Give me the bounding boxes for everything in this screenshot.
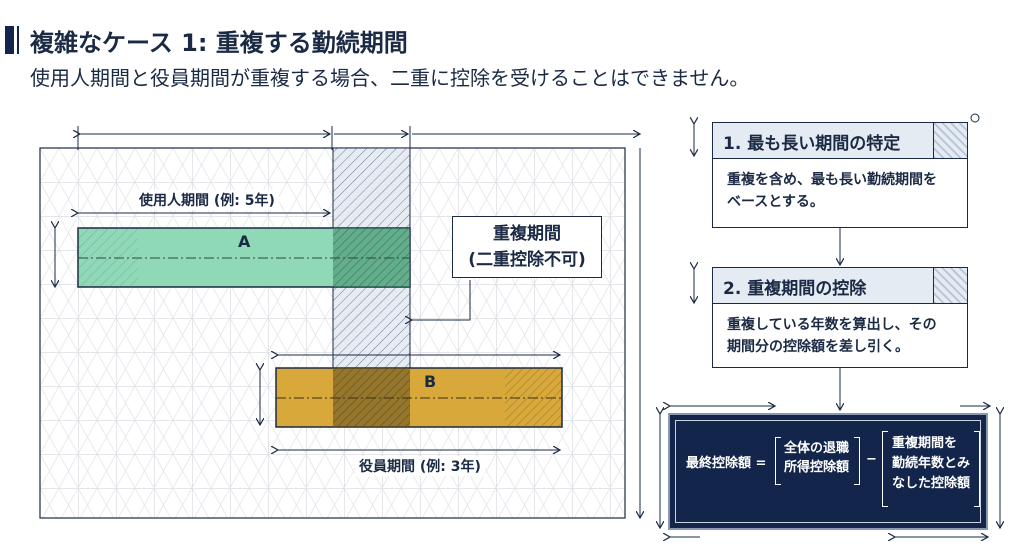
formula-minus: − bbox=[866, 452, 877, 467]
formula-lhs: 最終控除額 = bbox=[686, 456, 767, 471]
final-formula-box: 最終控除額 = 全体の退職 所得控除額 − 重複期間を 勤続年数とみ なした控除… bbox=[668, 413, 988, 530]
formula-term2-line2: 勤続年数とみ bbox=[892, 456, 971, 471]
page-subtitle: 使用人期間と役員期間が重複する場合、二重に控除を受けることはできません。 bbox=[30, 66, 750, 90]
step-1-title: 1. 最も長い期間の特定 bbox=[723, 134, 901, 154]
formula-term1-line1: 全体の退職 bbox=[784, 441, 850, 456]
step-1-card: 1. 最も長い期間の特定 重複を含め、最も長い勤続期間をベースとする。 bbox=[712, 122, 968, 228]
formula-term2-line1: 重複期間を bbox=[892, 436, 958, 451]
hatch-decoration bbox=[933, 123, 967, 158]
hatch-decoration bbox=[933, 268, 967, 303]
step-2-card: 2. 重複期間の控除 重複している年数を算出し、その期間分の控除額を差し引く。 bbox=[712, 267, 968, 368]
step-2-body: 期間分の控除額を差し引く。 bbox=[727, 339, 909, 355]
page-title: 複雑なケース 1: 重複する勤続期間 bbox=[30, 29, 408, 57]
bar-a-label: A bbox=[238, 232, 251, 251]
step-1-body: ベースとする。 bbox=[727, 194, 824, 210]
step-2-body: 重複している年数を算出し、その bbox=[727, 317, 937, 333]
step-1-body: 重複を含め、最も長い勤続期間を bbox=[727, 172, 937, 188]
formula-term1-line2: 所得控除額 bbox=[784, 460, 850, 475]
bar-b-label: B bbox=[424, 372, 437, 391]
overlap-callout: 重複期間 (二重控除不可) bbox=[452, 216, 602, 278]
step-2-title: 2. 重複期間の控除 bbox=[723, 279, 867, 299]
title-accent-bar bbox=[5, 26, 14, 54]
title-accent-line bbox=[17, 26, 19, 54]
callout-line2: (二重控除不可) bbox=[468, 250, 586, 270]
bar-a-caption: 使用人期間 (例: 5年) bbox=[135, 190, 279, 210]
formula-term2-line3: なした控除額 bbox=[892, 476, 971, 491]
top-dimension-lines bbox=[78, 126, 640, 518]
callout-line1: 重複期間 bbox=[493, 224, 561, 244]
bar-b-caption: 役員期間 (例: 3年) bbox=[355, 456, 485, 476]
